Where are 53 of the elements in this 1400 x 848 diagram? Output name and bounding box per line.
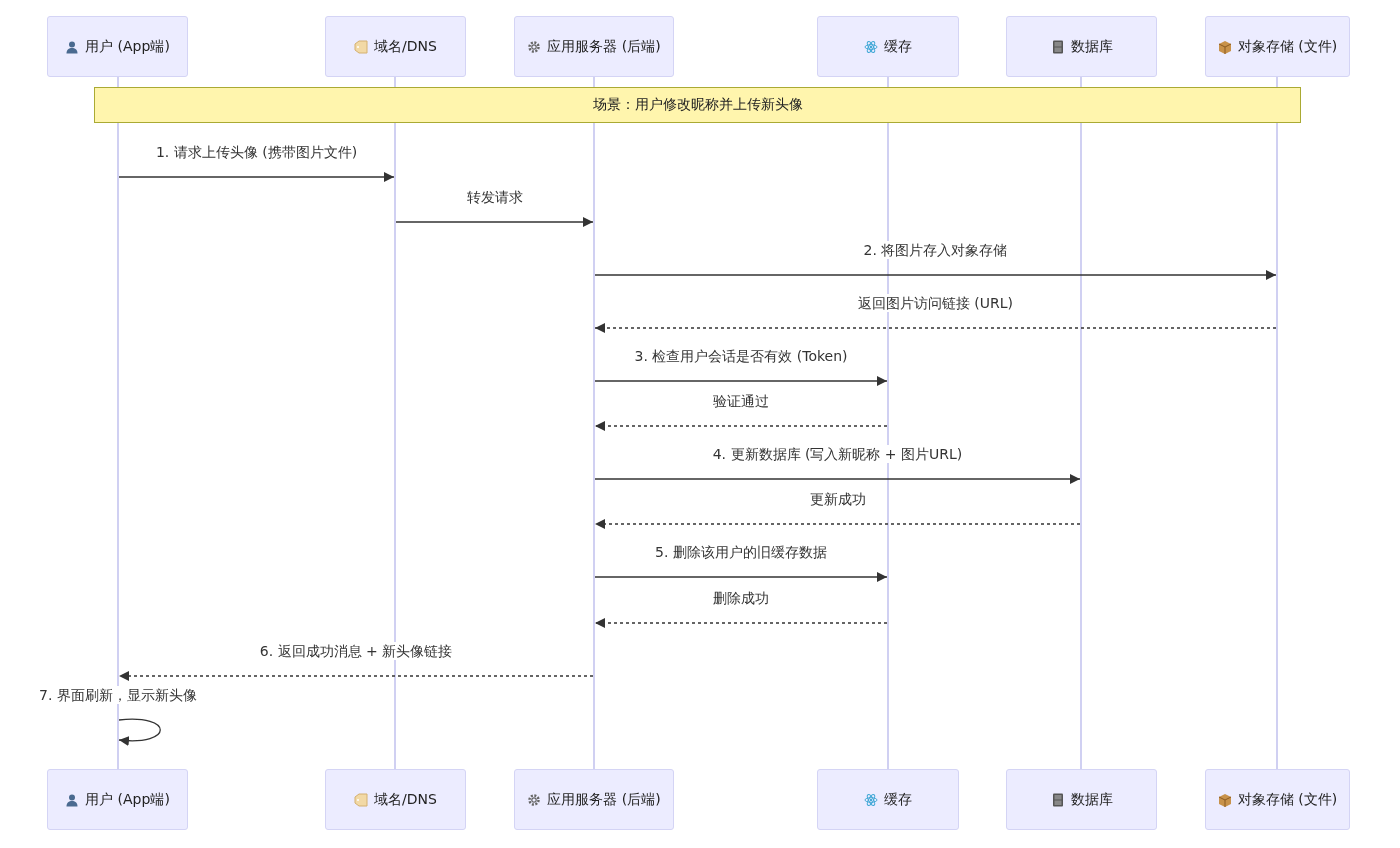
lifeline: [1080, 77, 1082, 769]
reply-arrow: [594, 323, 1277, 333]
participant-label: 用户 (App端): [85, 790, 170, 809]
message-arrow: [395, 217, 594, 227]
participant-label: 域名/DNS: [374, 37, 437, 56]
lifeline: [1276, 77, 1278, 769]
participant-label: 缓存: [884, 790, 912, 809]
participant-label: 缓存: [884, 37, 912, 56]
lifeline: [394, 77, 396, 769]
participant-label: 数据库: [1070, 37, 1113, 56]
scenario-note: [94, 87, 1301, 123]
participant-box: [514, 769, 674, 830]
participant-box: [514, 16, 674, 77]
message-label: 2. 将图片存入对象存储: [861, 241, 1010, 259]
reply-arrow: [594, 421, 888, 431]
message-label: 更新成功: [807, 490, 868, 508]
participant-box: [1006, 16, 1157, 77]
self-message-arrow: [118, 718, 161, 746]
message-arrow: [594, 270, 1277, 280]
message-label: 3. 检查用户会话是否有效 (Token): [632, 347, 850, 365]
message-label: 7. 界面刷新，显示新头像: [37, 686, 199, 704]
participant-box: [1205, 769, 1350, 830]
participant-box: [47, 16, 188, 77]
participant-box: [1006, 769, 1157, 830]
message-arrow: [594, 572, 888, 582]
message-label: 5. 删除该用户的旧缓存数据: [653, 543, 829, 561]
message-label: 6. 返回成功消息 + 新头像链接: [257, 642, 455, 660]
participant-label: 对象存储 (文件): [1237, 790, 1338, 809]
message-arrow: [594, 474, 1081, 484]
reply-arrow: [594, 618, 888, 628]
participant-box: [325, 16, 466, 77]
lifeline: [887, 77, 889, 769]
participant-box: [325, 769, 466, 830]
participant-label: 域名/DNS: [374, 790, 437, 809]
participant-box: [817, 769, 959, 830]
reply-arrow: [118, 671, 594, 681]
participant-box: [817, 16, 959, 77]
lifeline: [593, 77, 595, 769]
participant-box: [47, 769, 188, 830]
participant-label: 应用服务器 (后端): [547, 37, 661, 56]
participant-label: 对象存储 (文件): [1237, 37, 1338, 56]
message-arrow: [118, 172, 395, 182]
participant-label: 用户 (App端): [85, 37, 170, 56]
message-label: 删除成功: [711, 589, 771, 607]
note-text: 场景：用户修改昵称并上传新头像: [592, 96, 803, 114]
reply-arrow: [594, 519, 1081, 529]
message-label: 验证通过: [711, 392, 771, 410]
message-label: 转发请求: [464, 188, 525, 206]
participant-label: 应用服务器 (后端): [547, 790, 661, 809]
message-arrow: [594, 376, 888, 386]
participant-box: [1205, 16, 1350, 77]
participant-label: 数据库: [1070, 790, 1113, 809]
lifeline: [117, 77, 119, 769]
